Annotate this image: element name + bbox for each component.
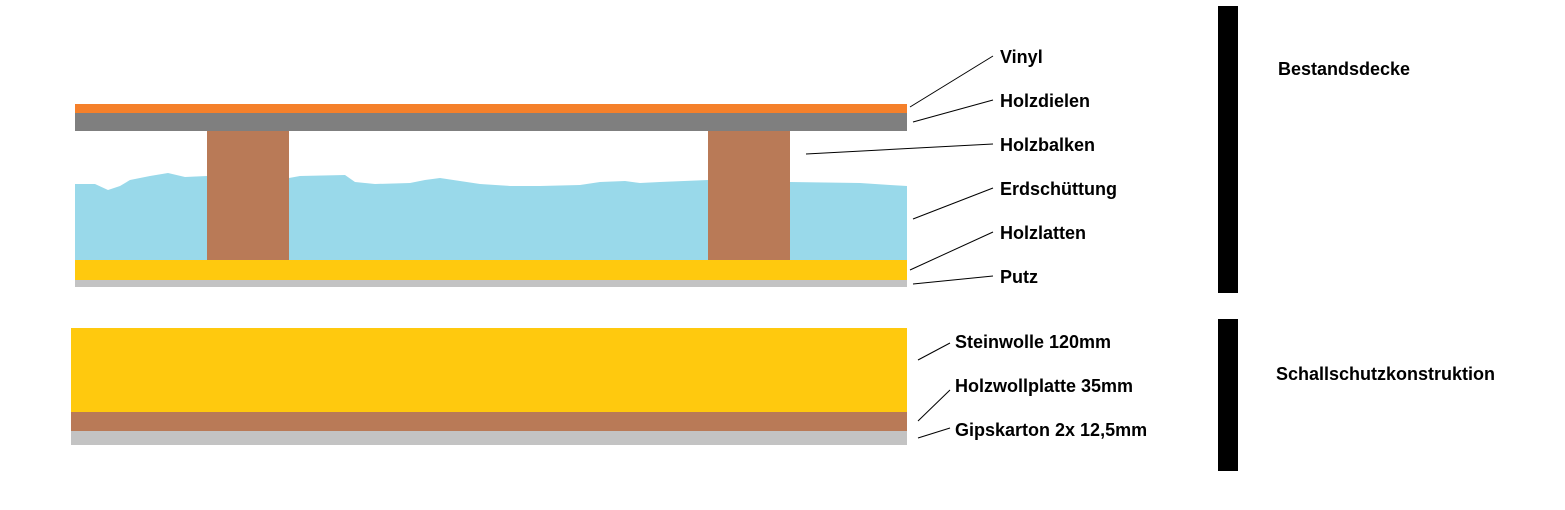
section-title-existing: Bestandsdecke — [1278, 59, 1410, 79]
label-woodwool: Holzwollplatte 35mm — [955, 376, 1133, 396]
label-battens: Holzlatten — [1000, 223, 1086, 243]
label-floorboards: Holzdielen — [1000, 91, 1090, 111]
label-plaster: Putz — [1000, 267, 1038, 287]
woodwool-board-layer — [71, 412, 907, 431]
section-bracket-existing — [1218, 6, 1238, 293]
leader-line-rockwool — [917, 342, 951, 361]
label-vinyl: Vinyl — [1000, 47, 1043, 67]
battens-layer — [75, 260, 907, 280]
earth-fill-layer — [75, 173, 207, 260]
section-title-soundproofing: Schallschutzkonstruktion — [1276, 364, 1495, 384]
vinyl-layer — [75, 104, 907, 113]
leader-line-beams — [805, 143, 994, 155]
plasterboard-layer — [71, 431, 907, 445]
leader-line-battens — [909, 231, 994, 271]
leader-line-plasterboard — [917, 427, 951, 439]
earth-fill-layer — [289, 175, 708, 260]
leader-line-woodwool — [917, 389, 951, 422]
leader-line-vinyl — [909, 55, 994, 108]
label-rockwool: Steinwolle 120mm — [955, 332, 1111, 352]
label-plasterboard: Gipskarton 2x 12,5mm — [955, 420, 1147, 440]
leader-line-floorboards — [912, 99, 994, 123]
section-bracket-soundproofing — [1218, 319, 1238, 471]
leader-line-fill — [912, 187, 994, 220]
label-fill: Erdschüttung — [1000, 179, 1117, 199]
plaster-layer — [75, 280, 907, 287]
existing-ceiling-section: Vinyl Holzdielen Holzbalken Erdschüttung… — [75, 6, 1410, 293]
wooden-beam-right — [708, 131, 790, 260]
leader-line-plaster — [912, 275, 994, 285]
wooden-beam-left — [207, 131, 289, 260]
rockwool-layer — [71, 328, 907, 412]
soundproofing-section: Steinwolle 120mm Holzwollplatte 35mm Gip… — [71, 319, 1495, 471]
label-beams: Holzbalken — [1000, 135, 1095, 155]
earth-fill-layer — [790, 182, 907, 260]
floorboards-layer — [75, 113, 907, 131]
